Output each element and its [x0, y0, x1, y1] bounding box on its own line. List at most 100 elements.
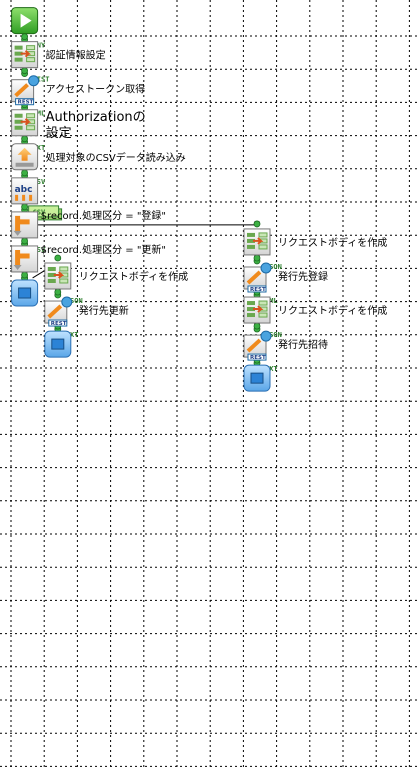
edge-auth-settings-node-to-get-access-token-node[interactable]: LIST	[21, 67, 50, 84]
abc-text-icon[interactable]: abc	[11, 177, 39, 205]
mapper-arrow	[253, 237, 264, 245]
rest-arrow	[246, 270, 262, 285]
input-port[interactable]	[21, 33, 29, 41]
mapper-cell-left	[14, 45, 23, 50]
mapper-cell-left	[247, 244, 255, 249]
rest-badge	[247, 353, 267, 361]
mapper-arrow	[20, 49, 32, 58]
play-icon[interactable]	[11, 7, 39, 35]
input-port[interactable]	[54, 288, 62, 296]
update-issuer-node[interactable]: REST 発行先更新	[44, 296, 129, 327]
input-port[interactable]	[21, 237, 29, 245]
rest-call-icon[interactable]: REST	[11, 75, 40, 106]
abc-glyph: abc	[15, 185, 33, 195]
rest-badge-glyph: REST	[250, 355, 266, 361]
data-type-label: CSV	[33, 246, 46, 254]
csv-read-icon[interactable]	[11, 143, 39, 171]
input-port[interactable]	[253, 322, 261, 330]
node-label: Authorizationの	[46, 110, 146, 125]
get-access-token-node[interactable]: REST アクセストークン取得	[11, 75, 146, 106]
data-type-label: TXT	[33, 144, 46, 152]
rest-call-icon[interactable]: REST	[44, 296, 73, 327]
data-mapper-icon[interactable]	[11, 109, 39, 137]
globe-icon	[61, 296, 73, 308]
end-square	[18, 287, 32, 299]
end-icon[interactable]	[11, 279, 39, 307]
edge-create-body-invite-node-to-invite-issuer-node[interactable]: JSON	[253, 322, 282, 339]
data-type-label: LIST	[33, 76, 50, 84]
data-mapper-icon[interactable]	[243, 296, 271, 324]
node-label: 認証情報設定	[46, 49, 106, 62]
branch-condition-icon[interactable]	[11, 245, 39, 273]
end-node-middle[interactable]	[44, 330, 72, 358]
data-mapper-icon[interactable]	[44, 262, 72, 290]
branch-tip	[13, 264, 22, 270]
data-type-label: XML	[265, 297, 278, 305]
mapper-cell-left	[14, 57, 23, 62]
text-processor-node[interactable]: abc	[11, 177, 39, 205]
input-port[interactable]	[21, 169, 29, 177]
mapper-cell-right	[59, 278, 69, 284]
flow-nodes: 認証情報設定 REST アクセストークン取得 Authorizationの設定処理対象…	[11, 7, 387, 392]
mapper-cell-right	[59, 266, 69, 272]
mapper-cell-right	[258, 232, 268, 238]
condition-update-node[interactable]: $record.処理区分 = "更新"	[11, 243, 166, 273]
rest-call-icon[interactable]: REST	[243, 262, 272, 293]
node-label: 発行先更新	[79, 304, 129, 317]
data-mapper-icon[interactable]	[243, 228, 271, 256]
create-body-register-node[interactable]: リクエストボディを作成	[243, 228, 387, 256]
node-label: アクセストークン取得	[46, 84, 146, 96]
node-label: リクエストボディを作成	[278, 304, 387, 317]
rest-badge-glyph: REST	[18, 100, 34, 106]
input-port[interactable]	[21, 271, 29, 279]
data-type-label: XML	[33, 110, 46, 118]
create-body-invite-node[interactable]: リクエストボディを作成	[243, 296, 387, 324]
data-type-label: JSON	[66, 297, 83, 305]
node-label: 発行先招待	[278, 338, 328, 351]
end-icon[interactable]	[44, 330, 72, 358]
mapper-cell-left	[47, 272, 56, 277]
end-square	[250, 372, 264, 384]
branch-condition-icon[interactable]	[11, 211, 39, 239]
edge-text-processor-node-to-condition-register-node[interactable]: CSV	[21, 203, 63, 221]
input-port[interactable]	[253, 254, 261, 262]
end-node-left[interactable]	[11, 279, 39, 307]
data-type-label: TXT	[265, 365, 278, 373]
data-type-label: ANY	[33, 42, 46, 50]
edge-condition-register-node-to-create-body-register-node[interactable]	[21, 220, 261, 248]
connections: ANYLISTXMLTXTCSVCSVCSVCJSONTXTJSONXMLJSO…	[21, 33, 282, 373]
input-port[interactable]	[21, 135, 29, 143]
csv-read-node[interactable]: 処理対象のCSVデータ読み込み	[11, 143, 186, 171]
end-node-right[interactable]	[243, 364, 271, 392]
data-mapper-icon[interactable]	[11, 41, 39, 69]
node-label: 処理対象のCSVデータ読み込み	[46, 151, 186, 164]
start-node[interactable]	[11, 7, 39, 35]
invite-issuer-node[interactable]: REST 発行先招待	[243, 330, 328, 361]
edge-authorization-setup-node-to-csv-read-node[interactable]: TXT	[21, 135, 46, 152]
input-port[interactable]	[54, 254, 62, 262]
input-port[interactable]	[253, 220, 261, 228]
data-type-label: TXT	[66, 331, 79, 339]
edge-create-body-register-node-to-register-issuer-node[interactable]: JSON	[253, 254, 282, 271]
node-label: 設定	[46, 125, 72, 141]
end-icon[interactable]	[243, 364, 271, 392]
data-type-label: JSON	[265, 263, 282, 271]
input-port[interactable]	[21, 203, 29, 211]
edge-create-body-update-node-to-update-issuer-node[interactable]: JSON	[54, 288, 83, 305]
mapper-arrow	[53, 271, 65, 279]
input-port[interactable]	[21, 67, 29, 75]
edge-condition-register-node-to-condition-update-node[interactable]: CSV	[21, 237, 46, 254]
condition-register-node[interactable]: $record.処理区分 = "登録"	[11, 209, 166, 239]
mapper-cell-right	[258, 300, 268, 306]
edge-csv-read-node-to-text-processor-node[interactable]: CSV	[21, 169, 46, 186]
rest-call-icon[interactable]: REST	[243, 330, 272, 361]
create-body-update-node[interactable]: リクエストボディを作成	[44, 262, 188, 290]
auth-settings-node[interactable]: 認証情報設定	[11, 41, 106, 69]
branch-arrow	[15, 249, 30, 266]
mapper-cell-right	[26, 45, 36, 51]
mapper-cell-left	[247, 307, 255, 312]
upload-arrow	[17, 147, 32, 161]
